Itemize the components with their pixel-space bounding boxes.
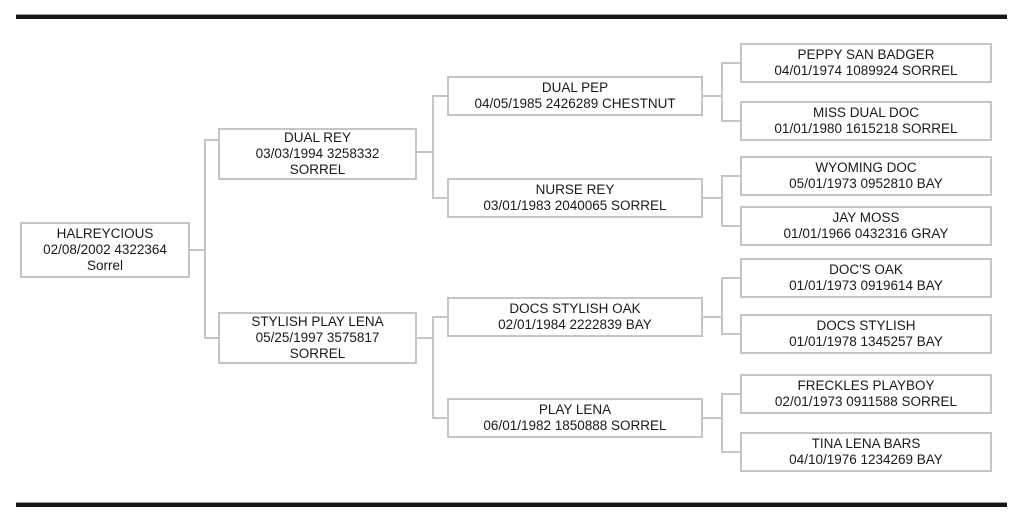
- horse-foaled-reg: 02/01/1984 2222839 BAY: [498, 317, 652, 332]
- pedigree-node-dam-dam: PLAY LENA 06/01/1982 1850888 SORREL: [447, 398, 703, 438]
- bottom-rule: [16, 502, 1007, 507]
- pedigree-node-dam-sire: DOCS STYLISH OAK 02/01/1984 2222839 BAY: [447, 297, 703, 337]
- horse-name: DUAL PEP: [541, 80, 609, 95]
- connector-sire-parents: [417, 95, 447, 199]
- horse-foaled-reg: 03/01/1983 2040065 SORREL: [483, 198, 667, 213]
- horse-name: HALREYCIOUS: [56, 226, 154, 241]
- horse-foaled-reg: 01/01/1978 1345257 BAY: [789, 334, 943, 349]
- horse-foaled-reg: 02/08/2002 4322364: [43, 242, 167, 257]
- horse-foaled-reg: 03/03/1994 3258332: [255, 146, 380, 161]
- pedigree-node-dam-dam-dam: TINA LENA BARS 04/10/1976 1234269 BAY: [740, 432, 992, 472]
- horse-name: MISS DUAL DOC: [812, 105, 920, 120]
- horse-color: Sorrel: [86, 258, 123, 273]
- connector-sire-dam-parents: [703, 175, 740, 227]
- horse-foaled-reg: 01/01/1973 0919614 BAY: [789, 278, 943, 293]
- pedigree-node-sire-sire-dam: MISS DUAL DOC 01/01/1980 1615218 SORREL: [740, 101, 992, 141]
- pedigree-node-sire-dam: NURSE REY 03/01/1983 2040065 SORREL: [447, 178, 703, 218]
- horse-name: DOCS STYLISH OAK: [509, 301, 641, 316]
- horse-color: SORREL: [289, 346, 346, 361]
- horse-name: PLAY LENA: [538, 402, 612, 417]
- horse-name: JAY MOSS: [832, 210, 900, 225]
- horse-name: FRECKLES PLAYBOY: [797, 378, 935, 393]
- horse-name: PEPPY SAN BADGER: [797, 47, 935, 62]
- horse-foaled-reg: 05/25/1997 3575817: [255, 330, 380, 345]
- connector-subject-parents: [190, 139, 219, 339]
- pedigree-node-sire-sire-sire: PEPPY SAN BADGER 04/01/1974 1089924 SORR…: [740, 43, 992, 83]
- top-rule: [16, 14, 1007, 19]
- horse-foaled-reg: 06/01/1982 1850888 SORREL: [483, 418, 667, 433]
- horse-foaled-reg: 05/01/1973 0952810 BAY: [789, 176, 943, 191]
- connector-dam-dam-parents: [703, 393, 740, 453]
- horse-foaled-reg: 01/01/1980 1615218 SORREL: [774, 121, 958, 136]
- pedigree-node-dam: STYLISH PLAY LENA 05/25/1997 3575817 SOR…: [218, 312, 417, 364]
- horse-name: STYLISH PLAY LENA: [251, 314, 384, 329]
- pedigree-node-sire-sire: DUAL PEP 04/05/1985 2426289 CHESTNUT: [447, 76, 703, 116]
- connector-dam-sire-parents: [703, 277, 740, 335]
- pedigree-node-dam-sire-dam: DOCS STYLISH 01/01/1978 1345257 BAY: [740, 314, 992, 354]
- horse-foaled-reg: 04/05/1985 2426289 CHESTNUT: [474, 96, 676, 111]
- horse-foaled-reg: 01/01/1966 0432316 GRAY: [783, 226, 949, 241]
- pedigree-node-dam-sire-sire: DOC'S OAK 01/01/1973 0919614 BAY: [740, 258, 992, 298]
- horse-foaled-reg: 02/01/1973 0911588 SORREL: [774, 394, 958, 409]
- horse-foaled-reg: 04/01/1974 1089924 SORREL: [774, 63, 958, 78]
- connector-sire-sire-parents: [703, 62, 740, 122]
- horse-name: TINA LENA BARS: [811, 436, 921, 451]
- pedigree-node-subject: HALREYCIOUS 02/08/2002 4322364 Sorrel: [20, 222, 190, 278]
- pedigree-node-dam-dam-sire: FRECKLES PLAYBOY 02/01/1973 0911588 SORR…: [740, 374, 992, 414]
- pedigree-node-sire-dam-dam: JAY MOSS 01/01/1966 0432316 GRAY: [740, 206, 992, 246]
- connector-dam-parents: [417, 316, 447, 419]
- horse-name: DOCS STYLISH: [816, 318, 916, 333]
- pedigree-node-sire: DUAL REY 03/03/1994 3258332 SORREL: [218, 128, 417, 180]
- horse-name: DOC'S OAK: [829, 262, 903, 277]
- pedigree-node-sire-dam-sire: WYOMING DOC 05/01/1973 0952810 BAY: [740, 156, 992, 196]
- horse-foaled-reg: 04/10/1976 1234269 BAY: [789, 452, 943, 467]
- horse-name: NURSE REY: [535, 182, 615, 197]
- horse-color: SORREL: [289, 162, 346, 177]
- horse-name: DUAL REY: [283, 130, 352, 145]
- horse-name: WYOMING DOC: [815, 160, 917, 175]
